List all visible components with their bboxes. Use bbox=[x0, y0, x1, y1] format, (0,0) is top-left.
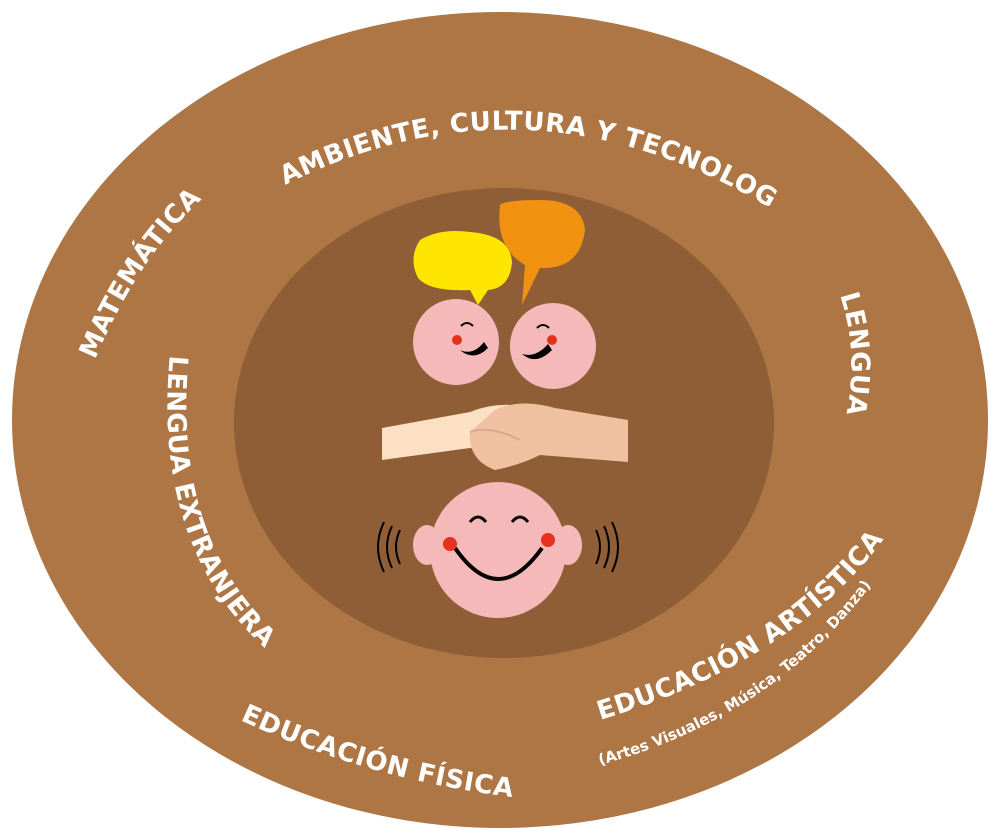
handshake-icon bbox=[382, 403, 628, 470]
orange-speech-bubble-icon bbox=[499, 200, 585, 305]
sound-waves-right-icon bbox=[595, 521, 619, 573]
left-child-face-icon bbox=[413, 299, 499, 385]
sound-waves-left-icon bbox=[377, 521, 401, 573]
yellow-speech-bubble-icon bbox=[413, 231, 512, 305]
happy-child-face-icon bbox=[413, 482, 582, 618]
right-child-face-icon bbox=[510, 303, 596, 389]
